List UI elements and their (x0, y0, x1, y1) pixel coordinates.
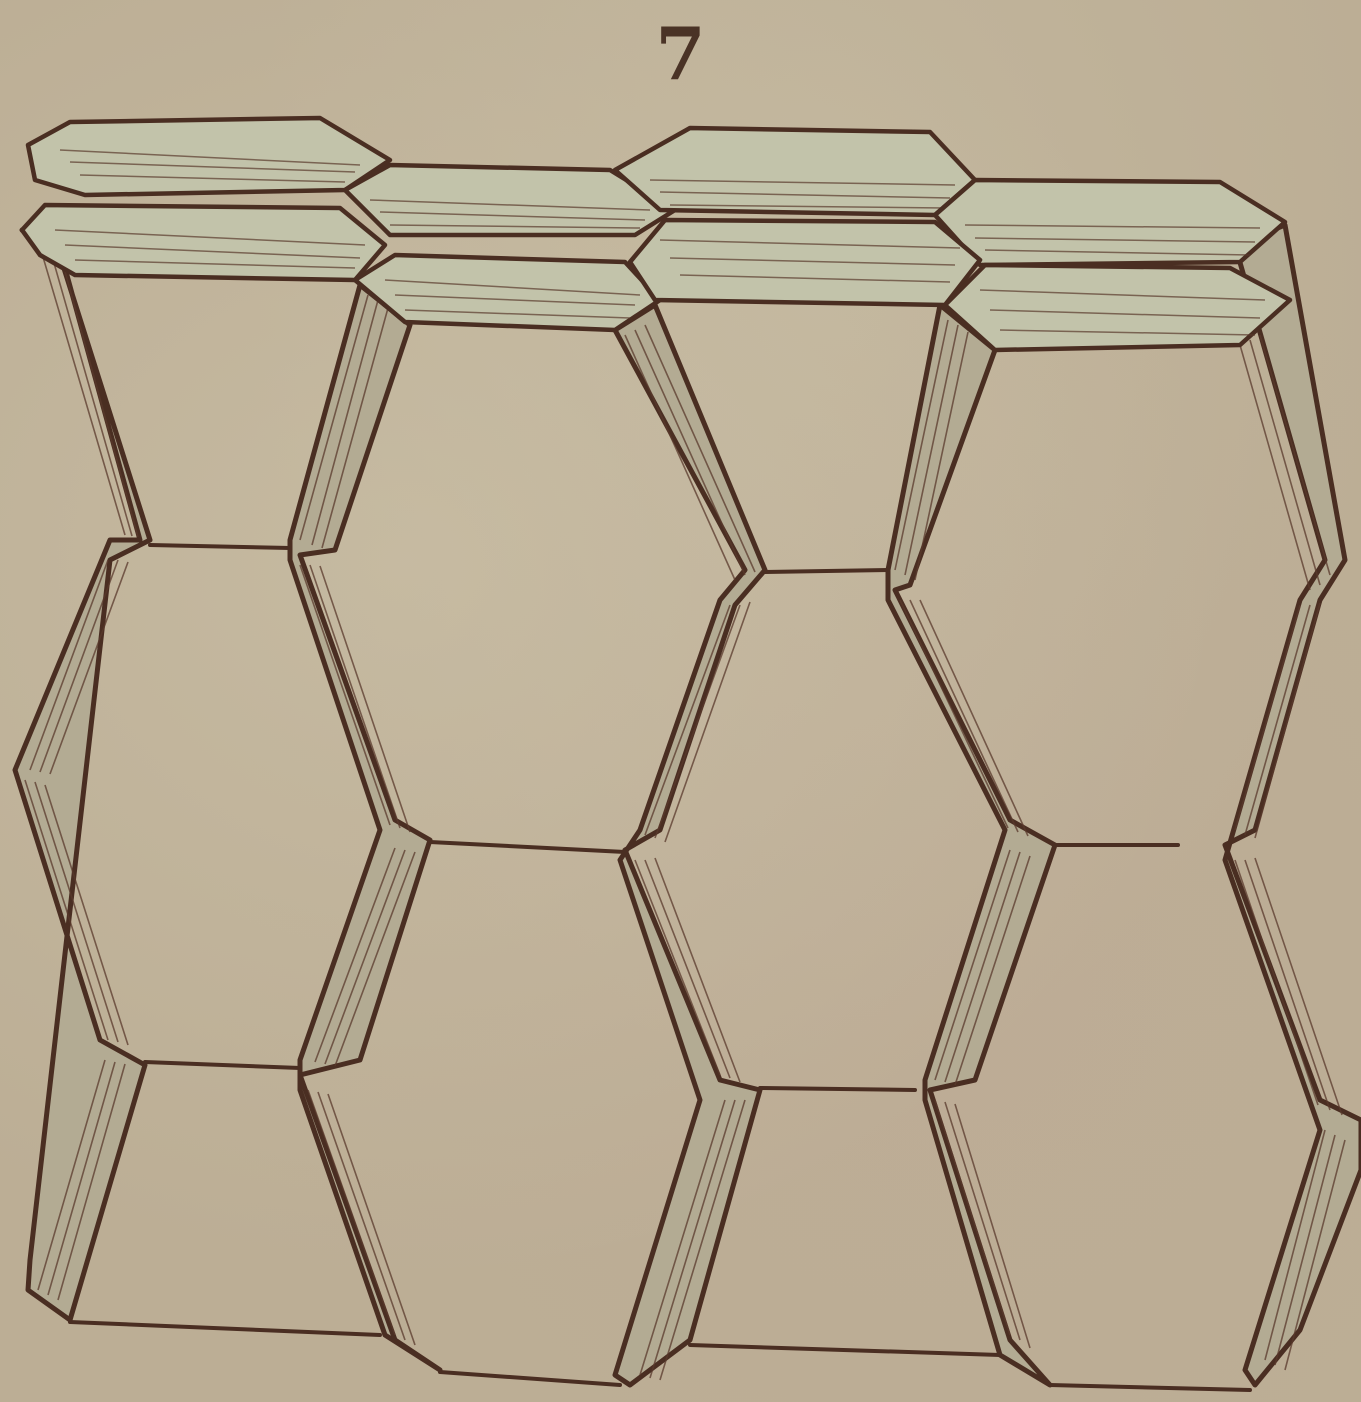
cell-wall-left (15, 230, 150, 1320)
cell-wall-4 (888, 305, 1055, 1385)
cell-wall-3 (615, 305, 765, 1385)
cell-wall-right (1225, 225, 1361, 1385)
cell-wall-2 (290, 285, 440, 1370)
